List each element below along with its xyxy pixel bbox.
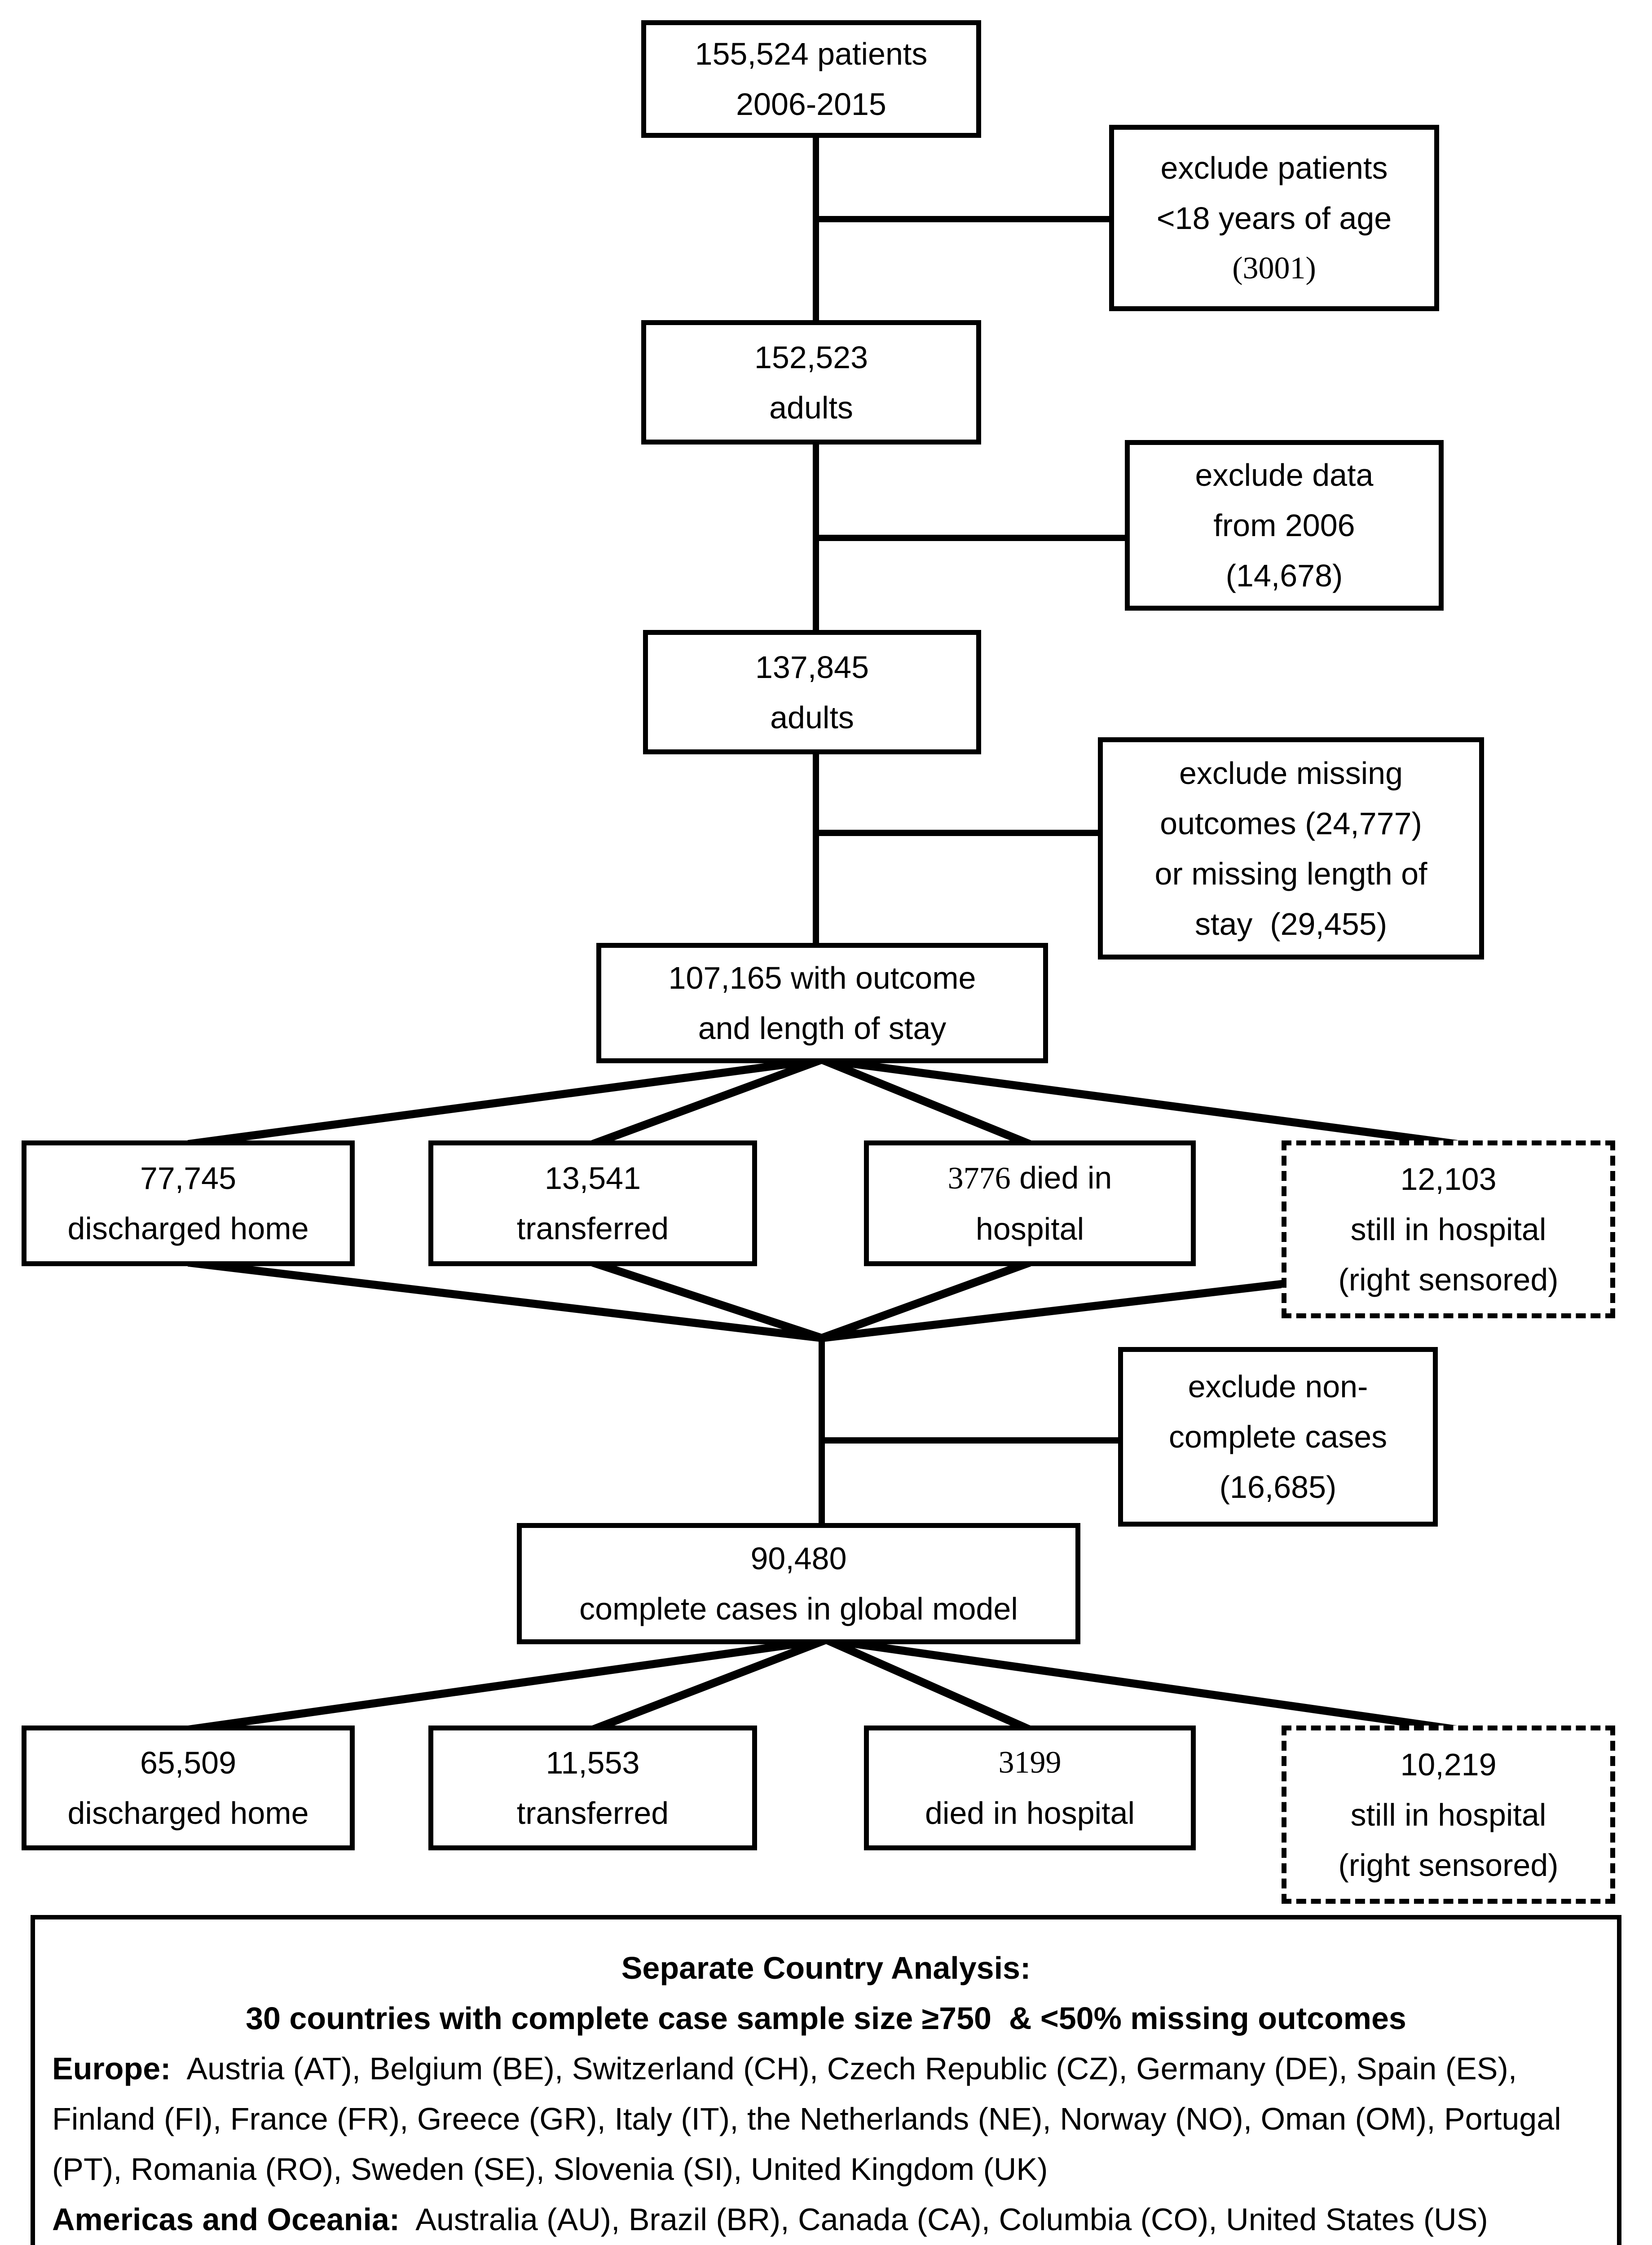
box-text-line: from 2006 (1213, 508, 1355, 543)
flow-box-died-row2: 3199 died in hospital (864, 1726, 1196, 1850)
region-countries: Australia (AU), Brazil (BR), Canada (CA)… (400, 2202, 1488, 2237)
box-text-line: 90,480 (750, 1541, 847, 1576)
box-text-line: adults (770, 700, 854, 735)
died-text: died in (1010, 1160, 1112, 1195)
box-text-line: 2006-2015 (736, 87, 886, 122)
box-text-line: 65,509 (140, 1745, 237, 1780)
flow-box-exclude-2006: exclude data from 2006 (14,678) (1125, 440, 1444, 611)
box-text-line: transferred (516, 1796, 669, 1831)
box-text-line: exclude data (1195, 458, 1374, 493)
box-text-line: 77,745 (140, 1161, 237, 1196)
region-europe: Europe: Austria (AT), Belgium (BE), Swit… (52, 2043, 1600, 2194)
box-text-line: 107,165 with outcome (668, 960, 976, 995)
box-text-line: exclude patients (1160, 150, 1388, 185)
flow-box-transferred-row2: 11,553 transferred (428, 1726, 757, 1850)
flow-box-died-row1: 3776 died in hospital (864, 1140, 1196, 1266)
connector-line (820, 1259, 1031, 1342)
box-text-line: (14,678) (1225, 558, 1343, 593)
connector-line (821, 1056, 1458, 1148)
box-text-line: exclude non- (1188, 1369, 1368, 1404)
box-text-line: hospital (975, 1211, 1084, 1246)
connector-line (591, 1636, 828, 1734)
region-countries: Austria (AT), Belgium (BE), Switzerland … (52, 2051, 1570, 2187)
region-americas-oceania: Americas and Oceania: Australia (AU), Br… (52, 2194, 1600, 2245)
flow-box-exclude-noncomplete: exclude non- complete cases (16,685) (1118, 1347, 1438, 1527)
region-label: Europe: (52, 2051, 171, 2086)
box-text-line: (16,685) (1219, 1470, 1337, 1505)
box-text-line: adults (769, 390, 853, 425)
connector-line (824, 1636, 1031, 1734)
panel-subtitle: 30 countries with complete case sample s… (246, 2001, 1406, 2036)
connector-line (821, 1279, 1290, 1342)
box-text-line: discharged home (67, 1796, 309, 1831)
country-analysis-panel: Separate Country Analysis: 30 countries … (31, 1915, 1621, 2245)
box-text-line: 155,524 patients (695, 36, 928, 71)
box-text-line: stay (29,455) (1195, 906, 1387, 942)
connector-line (187, 1636, 827, 1734)
box-text-line: outcomes (24,777) (1160, 806, 1422, 841)
flow-box-adults-152523: 152,523 adults (641, 320, 981, 445)
flow-box-with-outcome: 107,165 with outcome and length of stay (596, 943, 1048, 1063)
box-text-line: 12,103 (1400, 1162, 1497, 1197)
box-text-line: complete cases in global model (579, 1591, 1018, 1626)
box-text-line: 152,523 (754, 339, 868, 375)
box-text-line: (right sensored) (1338, 1847, 1559, 1883)
flow-box-still-in-hospital-row1: 12,103 still in hospital (right sensored… (1282, 1140, 1615, 1318)
box-text-line: (right sensored) (1338, 1262, 1559, 1297)
box-text-line: 13,541 (544, 1161, 641, 1196)
connector-line (591, 1056, 824, 1148)
connector-line (187, 1259, 823, 1342)
box-text-line: 10,219 (1400, 1747, 1497, 1782)
box-text-line: exclude missing (1179, 755, 1403, 791)
box-text-line: discharged home (67, 1211, 309, 1246)
connector-line (820, 1056, 1031, 1148)
region-label: Americas and Oceania: (52, 2202, 400, 2237)
flow-box-still-in-hospital-row2: 10,219 still in hospital (right sensored… (1282, 1726, 1615, 1904)
box-text-line: 3776 died in (948, 1153, 1112, 1204)
flow-box-discharged-row2: 65,509 discharged home (22, 1726, 355, 1850)
box-text-line: <18 years of age (1156, 200, 1392, 236)
died-count: 3199 (998, 1745, 1062, 1780)
connector-line (825, 1636, 1458, 1734)
box-text-line: or missing length of (1154, 856, 1427, 891)
flow-box-exclude-missing: exclude missing outcomes (24,777) or mis… (1098, 737, 1484, 960)
box-text-line: died in hospital (925, 1796, 1135, 1831)
box-text-line: still in hospital (1350, 1212, 1546, 1247)
flow-box-patients-total: 155,524 patients 2006-2015 (641, 20, 981, 138)
flow-box-complete-cases: 90,480 complete cases in global model (517, 1523, 1080, 1644)
flow-box-exclude-age: exclude patients <18 years of age (3001) (1109, 125, 1439, 311)
flow-box-transferred-row1: 13,541 transferred (428, 1140, 757, 1266)
connector-line (187, 1056, 823, 1148)
box-text-line: (3001) (1232, 251, 1316, 286)
box-text-line: 11,553 (546, 1745, 640, 1780)
died-count: 3776 (947, 1161, 1011, 1196)
box-text-line: 137,845 (755, 649, 869, 685)
flow-box-adults-137845: 137,845 adults (643, 630, 981, 754)
box-text-line: and length of stay (698, 1011, 947, 1046)
connector-line (591, 1259, 823, 1342)
box-text-line: still in hospital (1350, 1797, 1546, 1832)
panel-title: Separate Country Analysis: (621, 1950, 1031, 1985)
box-text-line: complete cases (1168, 1419, 1388, 1454)
flow-box-discharged-row1: 77,745 discharged home (22, 1140, 355, 1266)
box-text-line: transferred (516, 1211, 669, 1246)
